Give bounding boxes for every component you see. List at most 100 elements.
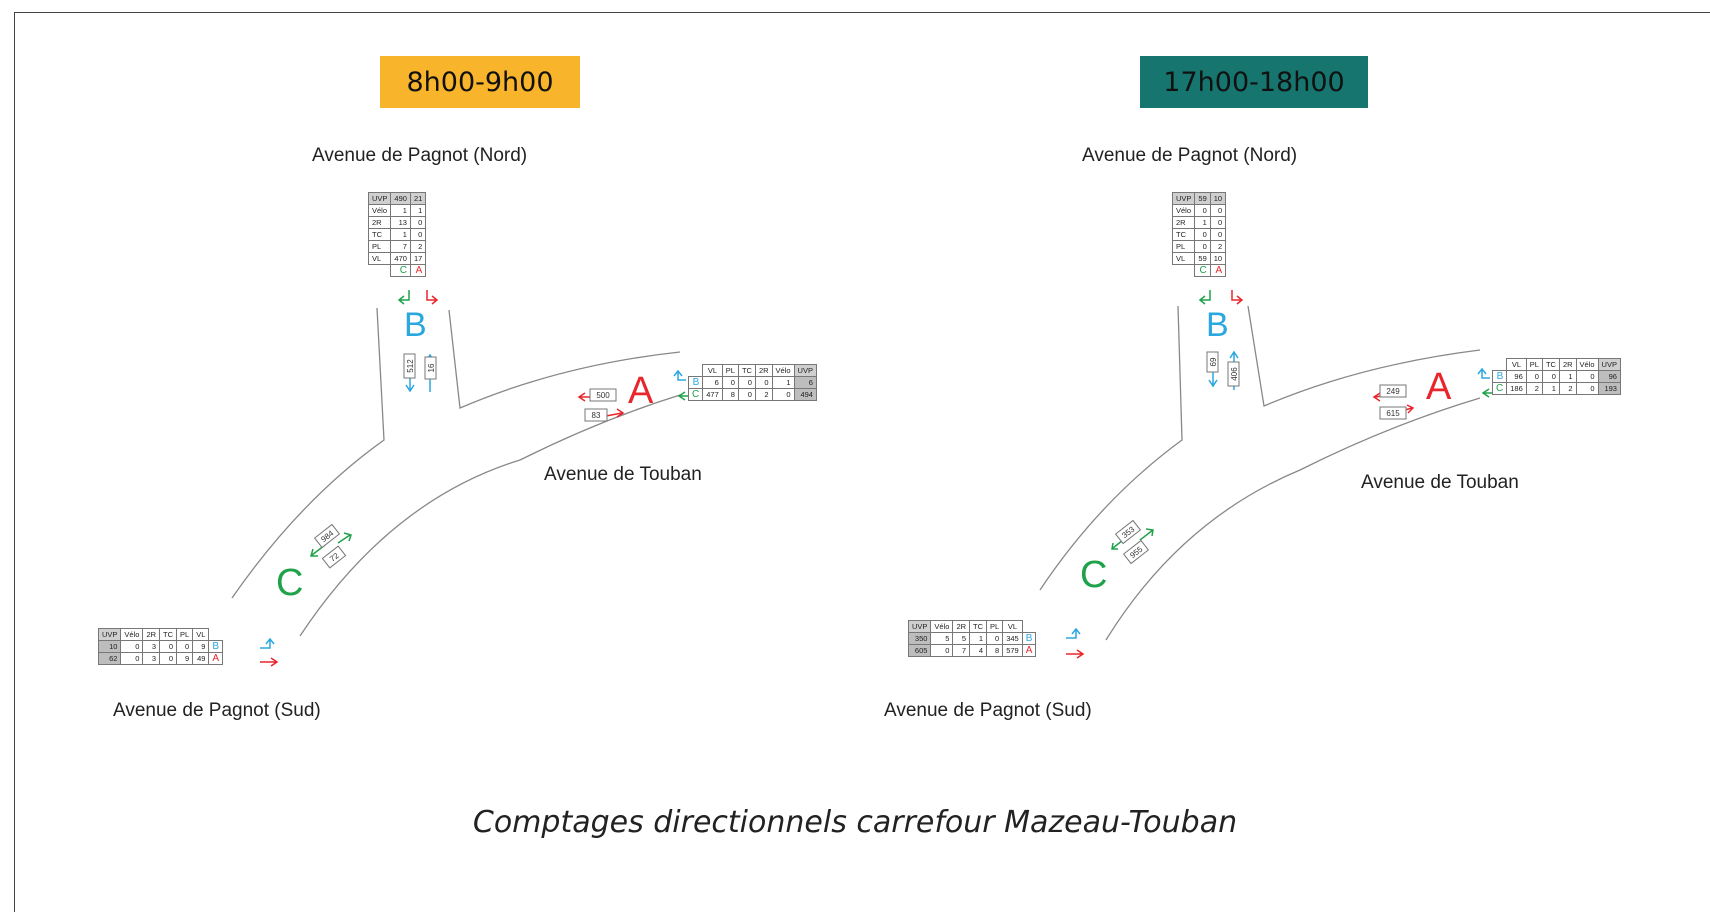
flow-value-a-out: 83 <box>592 411 601 420</box>
cell-value: 1 <box>409 204 427 217</box>
row-key: VL <box>367 252 392 265</box>
col-header: TC <box>969 620 988 633</box>
evening-south-road-label: Avenue de Pagnot (Sud) <box>884 700 1092 721</box>
flow-box-a-in <box>1379 384 1407 398</box>
cell-value: 6 <box>793 376 817 389</box>
row-key: Vélo <box>1171 204 1196 217</box>
cell-value: 0 <box>1575 382 1599 395</box>
row-key: UVP <box>367 192 392 205</box>
evening-east-road-label: Avenue de Touban <box>1361 472 1519 493</box>
cell-value: 0 <box>1525 370 1543 383</box>
north-a-arrow <box>1231 290 1244 305</box>
cell-value: 579 <box>1002 644 1023 657</box>
cell-value: 2 <box>409 240 427 253</box>
row-key: TC <box>1171 228 1196 241</box>
south-b-arrow <box>1066 627 1081 639</box>
north-a-arrow <box>426 290 439 305</box>
row-key: Vélo <box>367 204 392 217</box>
row-key: TC <box>367 228 392 241</box>
cell-value: 49 <box>192 652 210 665</box>
col-header: Vélo <box>1575 358 1599 371</box>
col-header: PL <box>986 620 1004 633</box>
south-a-arrow <box>260 657 279 667</box>
row-key: 2R <box>1171 216 1196 229</box>
cell-value: 0 <box>737 376 756 389</box>
col-header: VL <box>1506 358 1527 371</box>
cell-value: 1 <box>1558 370 1577 383</box>
cell-value: 470 <box>390 252 411 265</box>
dest-label: A <box>1209 264 1227 277</box>
cell-value: 8 <box>986 644 1004 657</box>
cell-value: 4 <box>969 644 988 657</box>
cell-value: 0 <box>737 388 756 401</box>
evening-branch-c-letter: C <box>1080 554 1108 596</box>
dest-label: A <box>1021 644 1037 657</box>
evening-period-badge: 17h00-18h00 <box>1140 56 1368 108</box>
col-header: UVP <box>907 620 932 633</box>
flow-box-b-out <box>1206 351 1219 373</box>
cell-value: 0 <box>1209 204 1227 217</box>
south-b-arrow <box>260 637 275 649</box>
col-header: PL <box>1525 358 1543 371</box>
evening-period-label: 17h00-18h00 <box>1163 66 1345 98</box>
cell-value: 1 <box>969 632 988 645</box>
c-out-arrow <box>337 532 352 544</box>
road-edge <box>1039 305 1183 591</box>
flow-box-c-in <box>313 523 341 549</box>
cell-value: 1 <box>771 376 795 389</box>
flow-value-a-in: 500 <box>596 391 610 400</box>
cell-value: 605 <box>907 644 932 657</box>
col-header: 2R <box>142 628 161 641</box>
cell-value: 350 <box>907 632 932 645</box>
table-row: VL PL TC 2R Vélo UVP <box>689 364 817 377</box>
cell-value: 0 <box>409 216 427 229</box>
dest-label: C <box>1491 382 1508 395</box>
cell-value: 62 <box>97 652 122 665</box>
col-header: UVP <box>97 628 122 641</box>
cell-value: 490 <box>390 192 411 205</box>
flow-value-b-in: 16 <box>427 363 436 372</box>
evening-south-count-table: UVP Vélo 2R TC PL VL 350 5 5 1 0 345 B 6… <box>907 620 1037 657</box>
morning-period-label: 8h00-9h00 <box>406 66 554 98</box>
col-header: PL <box>176 628 194 641</box>
cell-value: 1 <box>1541 382 1560 395</box>
row-key: 2R <box>367 216 392 229</box>
cell-value: 2 <box>1209 240 1227 253</box>
cell-value: 3 <box>142 652 161 665</box>
row-key: UVP <box>1171 192 1196 205</box>
table-row: UVP Vélo 2R TC PL VL <box>907 620 1036 633</box>
flow-value-b-out: 69 <box>1209 357 1218 366</box>
cell-value: 2 <box>1558 382 1577 395</box>
figure-caption: Comptages directionnels carrefour Mazeau… <box>472 805 1238 840</box>
roads-drawing: 512 16 500 83 984 72 69 406 249 615 353 … <box>231 290 1501 667</box>
col-header: VL <box>702 364 723 377</box>
flow-box-c-in <box>1114 519 1142 545</box>
cell-value: 0 <box>721 376 739 389</box>
east-b-arrow <box>673 369 686 381</box>
road-edge <box>448 309 681 409</box>
cell-value: 17 <box>409 252 427 265</box>
col-header: Vélo <box>120 628 144 641</box>
cell-value: 0 <box>1541 370 1560 383</box>
cell-value: 2 <box>754 388 773 401</box>
flow-box-a-out <box>584 408 608 422</box>
table-row: B 96 0 0 1 0 96 <box>1491 370 1621 383</box>
cell-value: 0 <box>1575 370 1599 383</box>
cell-value: 10 <box>97 640 122 653</box>
flow-value-b-in: 406 <box>1230 367 1239 381</box>
table-row: C 186 2 1 2 0 193 <box>1491 382 1621 395</box>
flow-value-a-in: 249 <box>1386 387 1400 396</box>
cell-value: 7 <box>952 644 971 657</box>
dest-label: A <box>409 264 427 277</box>
cell-value: 59 <box>1194 252 1211 265</box>
road-edge <box>1105 397 1481 641</box>
table-row: C 477 8 0 2 0 494 <box>687 388 817 401</box>
morning-north-road-label: Avenue de Pagnot (Nord) <box>312 145 528 166</box>
cell-value: 0 <box>1194 240 1211 253</box>
north-c-arrow <box>397 290 410 305</box>
